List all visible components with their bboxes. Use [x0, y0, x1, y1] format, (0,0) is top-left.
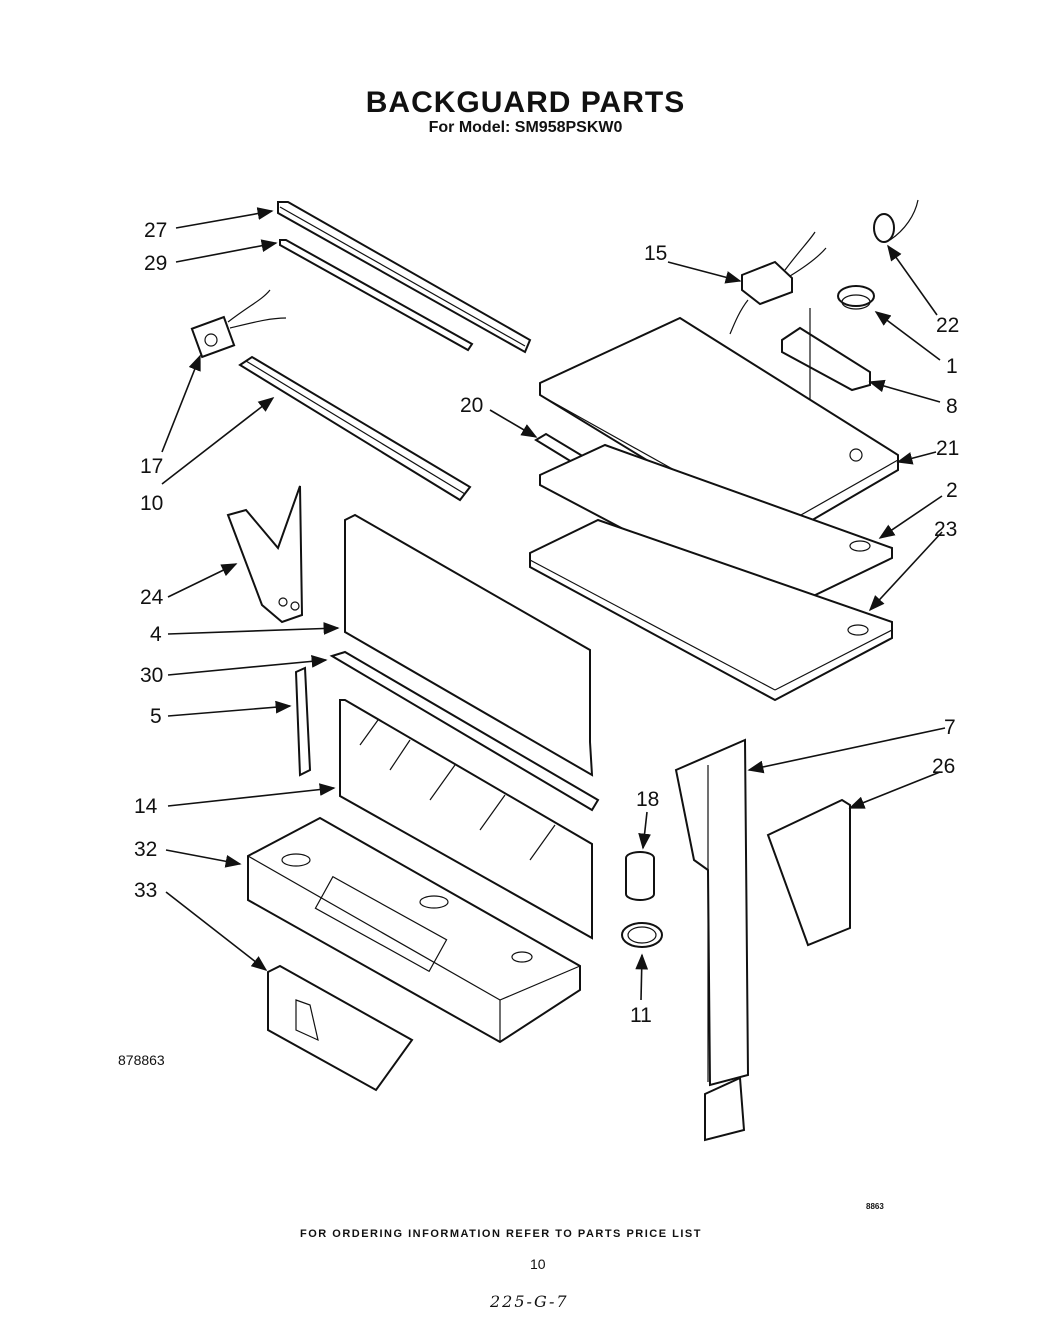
part-10-fluorescent-tube [238, 355, 472, 502]
callout-1: 1 [946, 355, 958, 378]
callout-2: 2 [946, 479, 958, 502]
callout-14: 14 [134, 795, 158, 818]
callout-10: 10 [140, 492, 163, 515]
page-title: BACKGUARD PARTS [365, 86, 686, 119]
callout-5: 5 [150, 705, 162, 728]
part-14-glass [339, 699, 593, 940]
callout-21: 21 [936, 437, 959, 460]
document-number: 878863 [118, 1052, 165, 1068]
part-32-housing [247, 816, 581, 1044]
part-30-strip [329, 650, 600, 812]
callout-8: 8 [946, 395, 958, 418]
part-27-rail [277, 201, 532, 354]
callout-15: 15 [644, 242, 667, 265]
part-17-lamp-holder [190, 289, 287, 359]
ordering-note: FOR ORDERING INFORMATION REFER TO PARTS … [300, 1228, 702, 1240]
callout-leaders [161, 207, 946, 1001]
callout-17: 17 [140, 455, 163, 478]
part-11-clamp [621, 922, 663, 948]
callout-33: 33 [134, 879, 157, 902]
part-15-switch [729, 231, 827, 335]
part-18-capacitor [625, 851, 655, 901]
callout-18: 18 [636, 788, 659, 811]
part-33-cover [267, 964, 414, 1092]
part-2-plate [539, 443, 893, 614]
callout-22: 22 [936, 314, 959, 337]
model-subtitle: For Model: SM958PSKW0 [428, 119, 623, 136]
callout-20: 20 [460, 394, 483, 417]
callout-26: 26 [932, 755, 955, 778]
page-number: 10 [530, 1256, 546, 1272]
callout-30: 30 [140, 664, 163, 687]
callout-23: 23 [934, 518, 957, 541]
callout-24: 24 [140, 586, 164, 609]
part-24-bracket [226, 485, 304, 624]
callout-7: 7 [944, 716, 956, 739]
callout-labels: 27 29 17 10 15 22 1 8 20 21 2 23 24 4 30… [134, 219, 959, 1027]
part-4-panel [344, 513, 594, 777]
callout-29: 29 [144, 252, 167, 275]
part-22-ring [873, 199, 919, 243]
part-1-socket [837, 285, 875, 310]
callout-4: 4 [150, 623, 162, 646]
callout-32: 32 [134, 838, 157, 861]
part-26-side-panel [766, 798, 851, 947]
handwritten-note: 225-G-7 [490, 1292, 569, 1311]
part-29-strip [279, 239, 474, 352]
small-code: 8863 [866, 1202, 884, 1211]
part-5-strip [294, 666, 312, 777]
callout-11: 11 [630, 1004, 652, 1027]
part-7-side-column [674, 738, 750, 1142]
part-23-tray [529, 518, 893, 702]
callout-27: 27 [144, 219, 167, 242]
